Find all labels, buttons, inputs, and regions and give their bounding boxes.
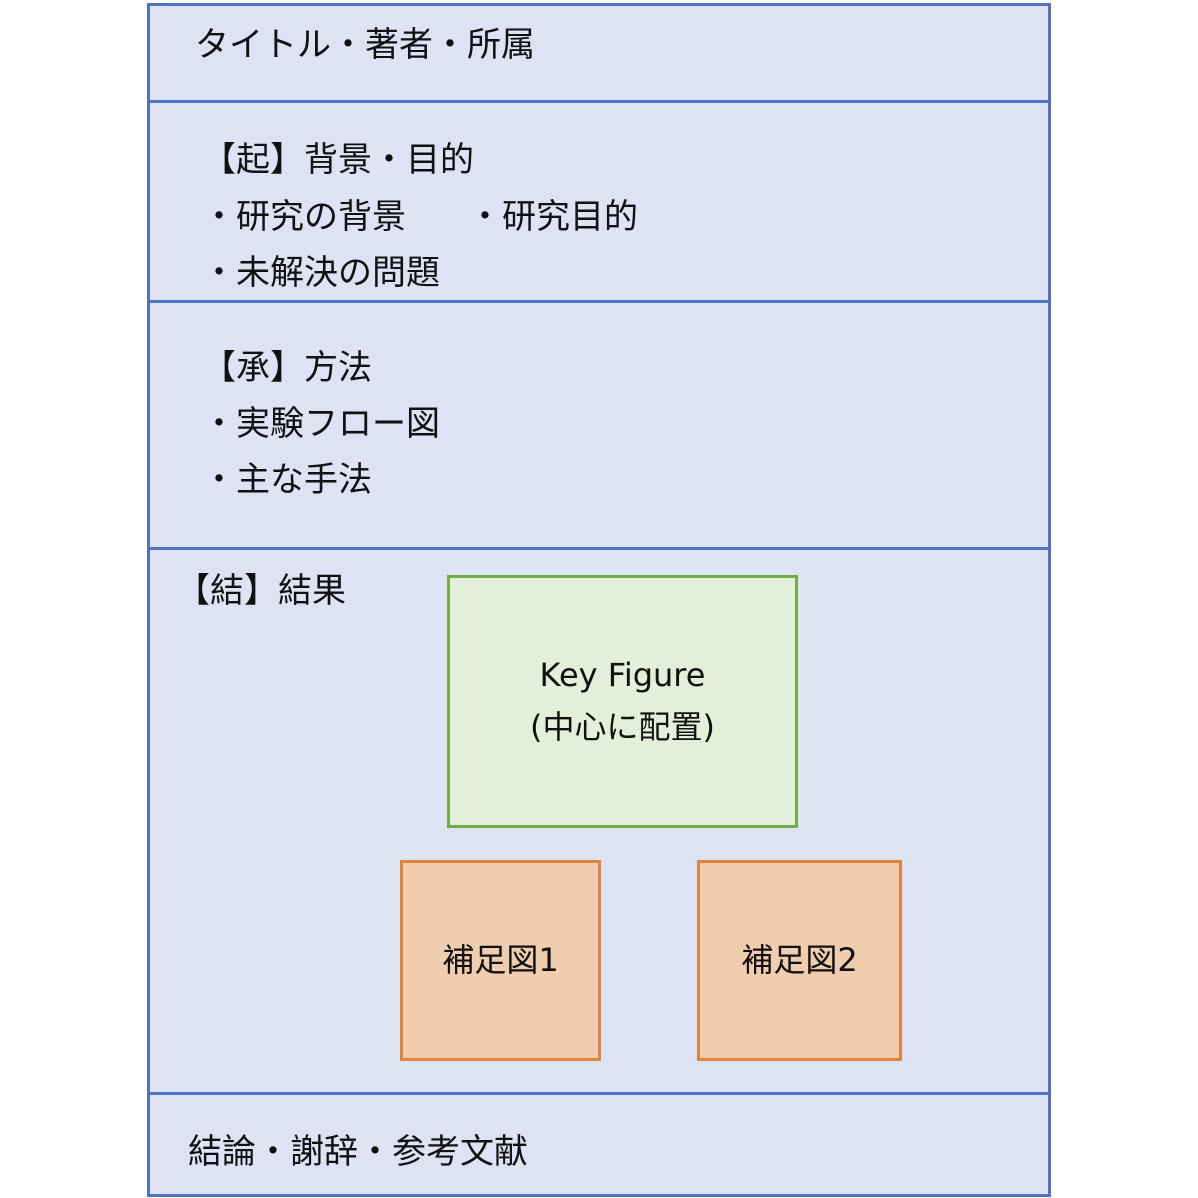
ki-section: 【起】背景・目的 ・研究の背景 ・研究目的 ・未解決の問題 (147, 100, 1051, 306)
supplement-figure-1-label: 補足図1 (442, 940, 559, 979)
sho-item-method: ・主な手法 (202, 460, 372, 500)
supplement-figure-2: 補足図2 (697, 860, 902, 1061)
conclusion-section: 結論・謝辞・参考文献 (147, 1092, 1051, 1197)
ki-item-background: ・研究の背景 (202, 197, 406, 237)
sho-section: 【承】方法 ・実験フロー図 ・主な手法 (147, 300, 1051, 553)
title-label: タイトル・著者・所属 (195, 25, 535, 65)
conclusion-label: 結論・謝辞・参考文献 (188, 1132, 528, 1172)
sho-heading: 【承】方法 (202, 348, 372, 388)
supplement-figure-1: 補足図1 (400, 860, 601, 1061)
supplement-figure-2-label: 補足図2 (741, 940, 858, 979)
key-figure-title: Key Figure (539, 656, 706, 695)
title-section: タイトル・著者・所属 (147, 3, 1051, 106)
ketsu-heading: 【結】結果 (176, 571, 346, 611)
key-figure-note: (中心に配置) (530, 707, 715, 746)
sho-item-flow: ・実験フロー図 (202, 404, 440, 444)
ki-heading: 【起】背景・目的 (202, 140, 474, 180)
key-figure-box: Key Figure (中心に配置) (447, 575, 798, 828)
ki-item-purpose: ・研究目的 (468, 197, 638, 237)
ki-item-unsolved: ・未解決の問題 (202, 253, 440, 293)
